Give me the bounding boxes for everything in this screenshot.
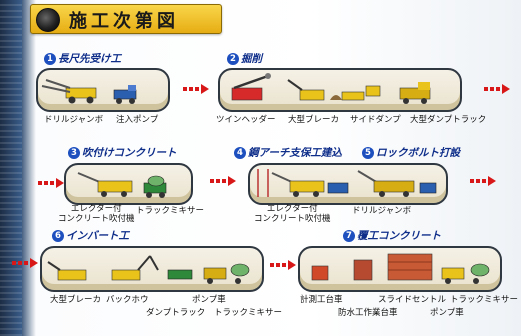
step-6-text: インバート工 [66,230,129,242]
caption-backhoe: バックホウ [106,295,149,305]
step-5-text: ロックボルト打設 [376,147,460,159]
caption-twin-header: ツインヘッダー [216,115,276,125]
lining-concrete-equipment-illustration [311,253,490,284]
caption-large-breaker-6: 大型ブレーカ [50,295,102,305]
step-number-7: 7 [343,230,355,242]
step-number-1: 1 [44,53,56,65]
caption-pump-truck-7: ポンプ車 [430,308,464,318]
step-7-text: 覆工コンクリート [357,230,441,242]
caption-waterproof-work-cart: 防水工作業台車 [338,308,398,318]
caption-injection-pump: 注入ポンプ [116,115,159,125]
caption-truck-mixer-7: トラックミキサー [450,295,519,305]
step-2-text: 掘削 [241,53,262,65]
caption-measurement-cart: 計測工台車 [300,295,343,305]
step-number-5: 5 [362,147,374,159]
caption-shotcrete-machine-3: エレクター付 コンクリート吹付機 [58,204,135,224]
side-texture [0,0,22,336]
title-banner: 施工次第図 [30,4,222,34]
step-number-3: 3 [68,147,80,159]
step-1-text: 長尺先受け工 [58,53,121,65]
step-number-6: 6 [52,230,64,242]
caption-side-dump: サイドダンプ [350,115,401,125]
caption-truck-mixer-6: トラックミキサー [214,308,283,318]
caption-dump-truck-6: ダンプトラック [146,308,206,318]
excavation-machines-illustration [231,73,431,104]
caption-pump-truck-6: ポンプ車 [192,295,226,305]
caption-shotcrete-machine-4: エレクター付 コンクリート吹付機 [254,204,331,224]
caption-truck-mixer-3: トラックミキサー [136,206,205,216]
caption-drill-jumbo: ドリルジャンボ [44,115,104,125]
disc-icon [36,8,60,32]
caption-slide-centle: スライドセントル [378,295,447,305]
tunnel-step-6 [40,246,264,292]
shotcrete-machines-illustration [77,172,167,198]
caption-large-breaker: 大型ブレーカ [288,115,340,125]
arch-support-and-rockbolt-illustration [257,169,437,197]
step-number-4: 4 [234,147,246,159]
page-title: 施工次第図 [69,11,179,32]
caption-drill-jumbo-5: ドリルジャンボ [352,206,412,216]
caption-large-dump-truck: 大型ダンプトラック [410,115,487,125]
step-number-2: 2 [227,53,239,65]
drill-jumbo-and-pump-illustration [41,79,137,104]
step-3-text: 吹付けコンクリート [82,147,177,159]
step-4-text: 鋼アーチ支保工建込 [248,147,342,159]
invert-work-machines-illustration [47,255,250,284]
